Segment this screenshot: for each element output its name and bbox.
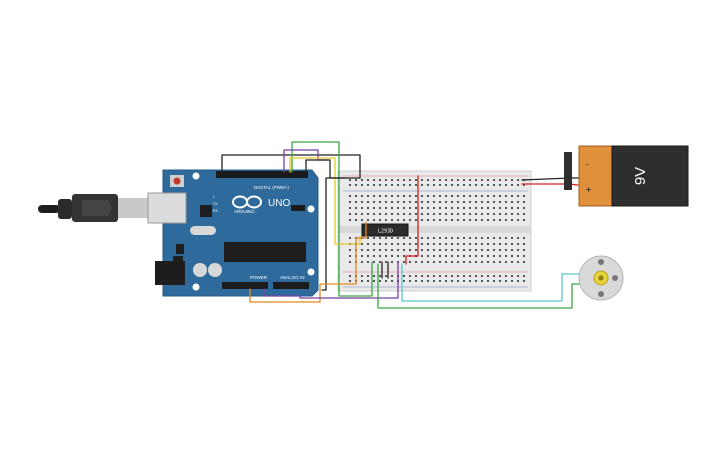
power-header[interactable] [222, 282, 268, 289]
chip-label: L293D [378, 229, 393, 235]
analog-label: ANALOG IN [280, 275, 305, 280]
battery-voltage-label: 9V [632, 167, 649, 185]
arduino-brand-label: ARDUINO [234, 209, 255, 214]
usb-port [147, 192, 187, 224]
breadboard-holes[interactable] [349, 179, 525, 282]
battery-plus-label: + [585, 185, 592, 194]
power-jack [155, 261, 185, 285]
l293d-chip[interactable]: L293D [361, 223, 409, 237]
digital-header[interactable] [216, 171, 308, 178]
l-label: L [213, 195, 215, 199]
rx-label: RX [213, 209, 219, 213]
wire-purple-bottom[interactable] [264, 261, 399, 299]
wire-yellow[interactable] [289, 157, 361, 245]
battery-minus-label: - [586, 160, 589, 169]
wires[interactable] [221, 141, 586, 309]
arduino-uno-board[interactable]: UNO ARDUINO DIGITAL (PWM~) POWER ANALOG … [147, 169, 319, 297]
usb-cable[interactable] [38, 194, 148, 222]
wire-black-top[interactable] [221, 154, 361, 179]
wire-orange[interactable] [249, 221, 367, 303]
arduino-logo [232, 195, 262, 209]
dc-motor[interactable] [578, 255, 624, 301]
wire-red-chip[interactable] [405, 175, 419, 265]
atmega-chip [224, 242, 306, 262]
wire-cyan-chip[interactable] [401, 263, 586, 302]
wire-black-bottom[interactable] [321, 177, 346, 291]
battery-9v[interactable]: - + 9V [564, 145, 689, 207]
wire-green-chip[interactable] [377, 263, 586, 309]
uno-label: UNO [268, 198, 290, 209]
analog-header[interactable] [273, 282, 309, 289]
digital-label: DIGITAL (PWM~) [254, 185, 289, 190]
tx-label: TX [213, 202, 218, 206]
power-label: POWER [250, 275, 268, 280]
wire-green-top[interactable] [291, 141, 373, 297]
